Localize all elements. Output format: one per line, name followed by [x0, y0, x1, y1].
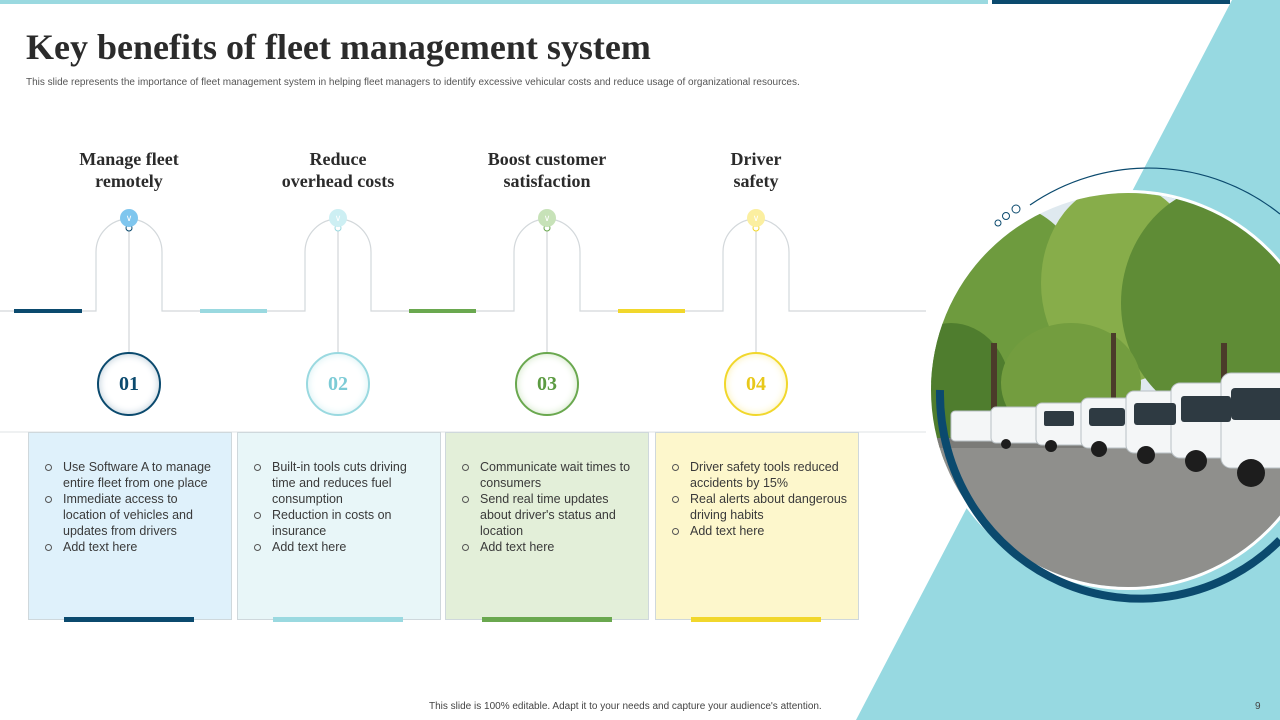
card-accent-bar: [273, 617, 403, 622]
list-item: Communicate wait times to consumers: [460, 459, 638, 491]
list-item: Real alerts about dangerous driving habi…: [670, 491, 848, 523]
top-accent-bar-dark: [992, 0, 1230, 4]
list-item: Send real time updates about driver's st…: [460, 491, 638, 539]
card-accent-bar: [691, 617, 821, 622]
list-item: Add text here: [43, 539, 221, 555]
benefit-heading-3: Boost customer satisfaction: [487, 149, 607, 191]
list-item: Reduction in costs on insurance: [252, 507, 430, 539]
benefit-number-4: 04: [724, 352, 788, 416]
list-item: Add text here: [252, 539, 430, 555]
chevron-down-icon: ∨: [538, 209, 556, 227]
benefit-number-3: 03: [515, 352, 579, 416]
benefit-heading-1: Manage fleet remotely: [79, 149, 179, 191]
benefit-card-2: Built-in tools cuts driving time and red…: [237, 432, 441, 620]
bullet-list: Built-in tools cuts driving time and red…: [252, 459, 430, 555]
chevron-down-icon: ∨: [120, 209, 138, 227]
page-number: 9: [1255, 701, 1261, 712]
list-item: Built-in tools cuts driving time and red…: [252, 459, 430, 507]
bullet-list: Driver safety tools reduced accidents by…: [670, 459, 848, 539]
benefit-card-4: Driver safety tools reduced accidents by…: [655, 432, 859, 620]
list-item: Immediate access to location of vehicles…: [43, 491, 221, 539]
benefit-heading-4: Driver safety: [730, 149, 782, 191]
list-item: Driver safety tools reduced accidents by…: [670, 459, 848, 491]
benefit-number-1: 01: [97, 352, 161, 416]
list-item: Add text here: [670, 523, 848, 539]
benefit-card-3: Communicate wait times to consumers Send…: [445, 432, 649, 620]
list-item: Use Software A to manage entire fleet fr…: [43, 459, 221, 491]
page-subtitle: This slide represents the importance of …: [26, 77, 800, 88]
page-title: Key benefits of fleet management system: [26, 27, 651, 67]
card-accent-bar: [64, 617, 194, 622]
footer-note: This slide is 100% editable. Adapt it to…: [429, 701, 822, 712]
card-accent-bar: [482, 617, 612, 622]
chevron-down-icon: ∨: [747, 209, 765, 227]
chevron-down-icon: ∨: [329, 209, 347, 227]
benefit-card-1: Use Software A to manage entire fleet fr…: [28, 432, 232, 620]
list-item: Add text here: [460, 539, 638, 555]
benefit-number-2: 02: [306, 352, 370, 416]
bullet-list: Communicate wait times to consumers Send…: [460, 459, 638, 555]
bullet-list: Use Software A to manage entire fleet fr…: [43, 459, 221, 555]
top-accent-bar: [0, 0, 988, 4]
benefit-heading-2: Reduce overhead costs: [281, 149, 395, 191]
